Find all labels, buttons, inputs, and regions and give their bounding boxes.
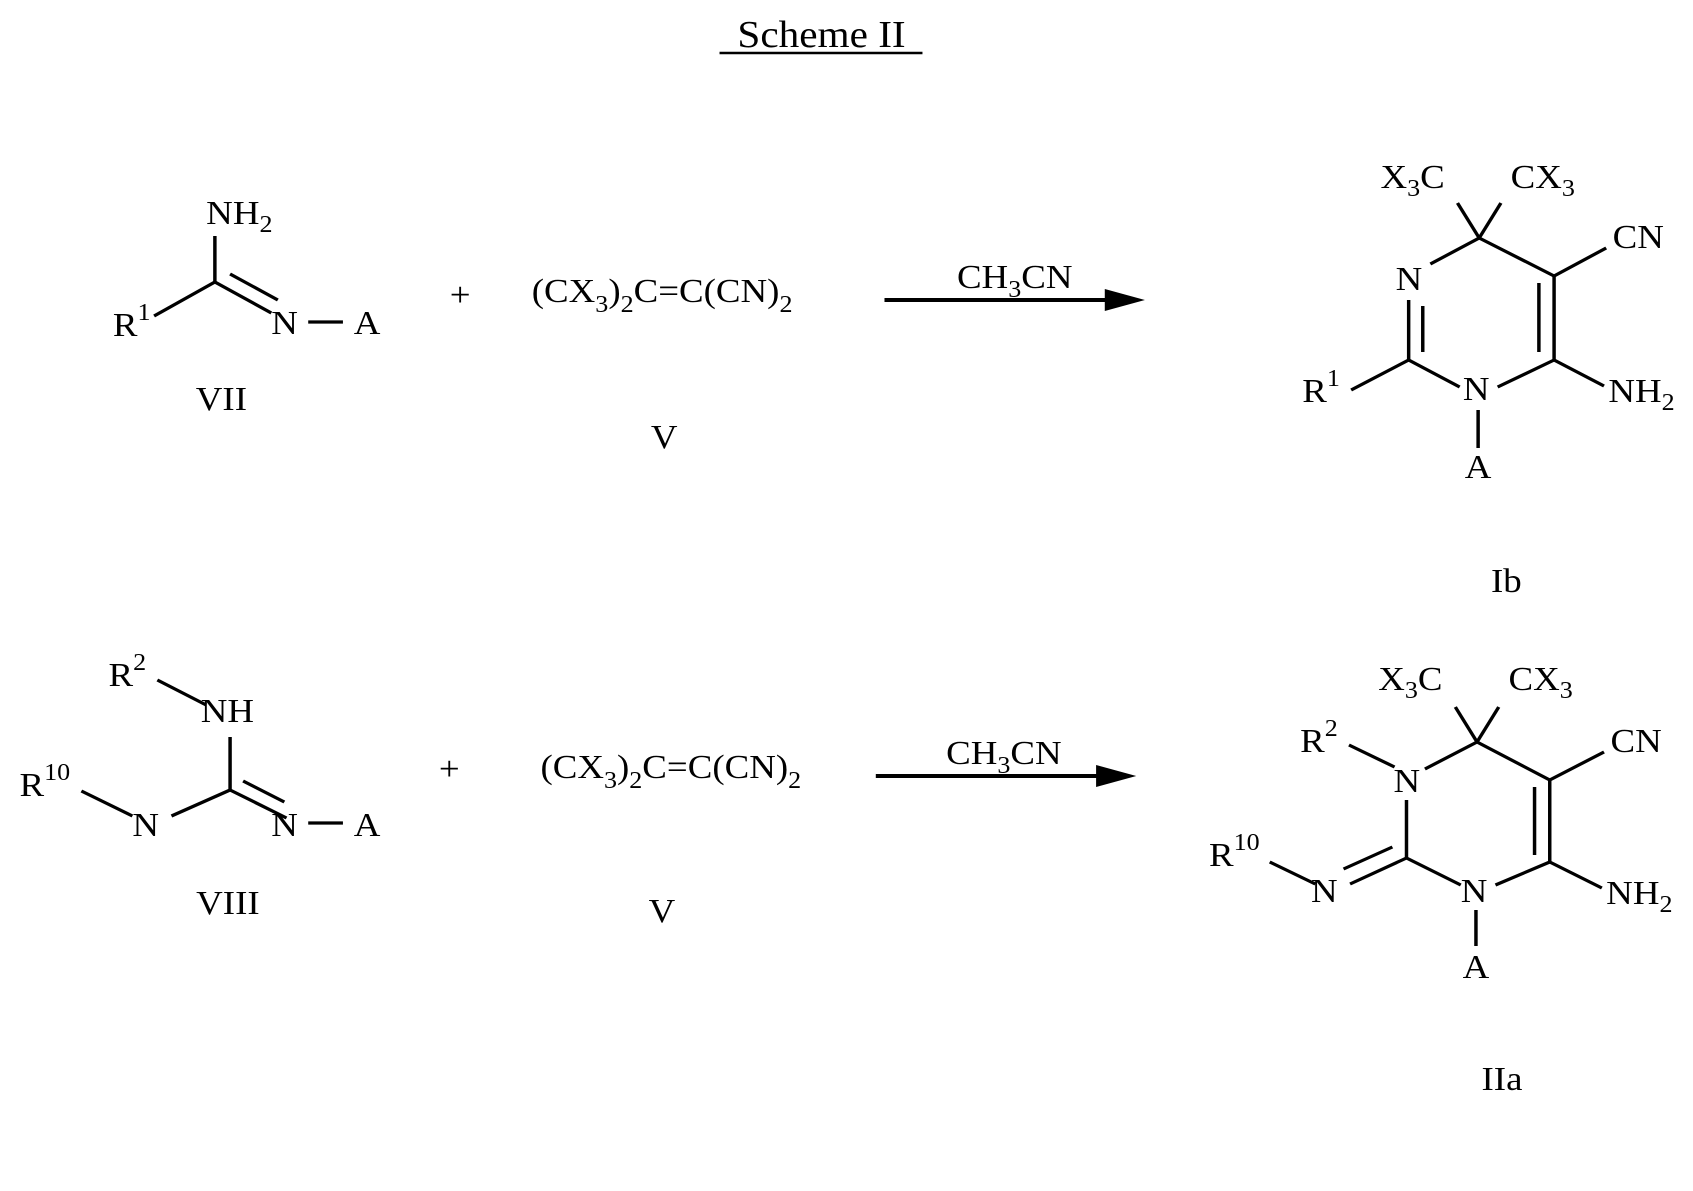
atom-x3c: X3C xyxy=(1378,659,1442,703)
arrow-head xyxy=(1096,765,1136,787)
reaction-arrow-1: CH3CN xyxy=(884,257,1144,311)
atom-r1: R1 xyxy=(1302,366,1340,410)
atom-nh2: NH2 xyxy=(206,193,272,237)
arrow-head xyxy=(1105,289,1145,311)
bond-n-c2-double-2 xyxy=(1344,847,1393,869)
bond-c4-x3c xyxy=(1457,203,1479,238)
reagent-formula: (CX3)2C=C(CN)2 xyxy=(532,271,793,317)
reagent-formula: (CX3)2C=C(CN)2 xyxy=(540,747,801,793)
bond-c4-cx3 xyxy=(1477,707,1499,742)
bond-c4-x3c xyxy=(1455,707,1477,742)
compound-iia: X3C CX3 R2 CN N R10 N N NH2 A xyxy=(1209,659,1673,1097)
bond-c4-c5 xyxy=(1479,238,1554,276)
scheme-title: Scheme II xyxy=(720,13,923,55)
compound-label-v: V xyxy=(649,891,676,929)
atom-a: A xyxy=(354,805,381,843)
bond-c5-cn xyxy=(1550,752,1604,780)
solvent-label: CH3CN xyxy=(957,257,1073,302)
atom-n-top: N xyxy=(1393,761,1420,799)
compound-ib: X3C CX3 CN N R1 N NH2 A Ib xyxy=(1302,157,1674,599)
bond-n1-c6 xyxy=(1498,360,1554,387)
atom-r10: R10 xyxy=(20,760,71,804)
atom-nh2: NH2 xyxy=(1608,371,1674,415)
bond-c4-c5 xyxy=(1477,742,1550,780)
atom-a: A xyxy=(354,303,381,341)
atom-cn: CN xyxy=(1611,721,1662,759)
reaction-arrow-2: CH3CN xyxy=(876,733,1136,787)
atom-x3c: X3C xyxy=(1380,157,1444,201)
bond-r2-nh xyxy=(157,680,206,705)
title-text: Scheme II xyxy=(737,13,905,55)
atom-r2: R2 xyxy=(109,650,147,694)
compound-v-1: (CX3)2C=C(CN)2 V xyxy=(532,271,793,455)
reaction-1: NH2 R1 N A VII + (CX3)2C=C(CN)2 V CH3CN … xyxy=(113,157,1675,599)
bond-c-n-double-1 xyxy=(215,282,271,313)
atom-n-right: N xyxy=(271,805,298,843)
plus-sign: + xyxy=(439,749,460,787)
atom-n-left: N xyxy=(132,805,159,843)
atom-cn: CN xyxy=(1613,217,1664,255)
bond-c2-r1 xyxy=(1351,360,1409,390)
bond-c6-nh2 xyxy=(1554,360,1604,386)
reaction-2: R2 NH R10 N N A VIII + (CX3)2C=C(CN)2 V … xyxy=(20,650,1673,1098)
bond-c2-n1 xyxy=(1409,360,1460,387)
atom-cx3: CX3 xyxy=(1509,659,1573,703)
compound-viii: R2 NH R10 N N A VIII xyxy=(20,650,381,922)
compound-label-vii: VII xyxy=(196,379,247,417)
compound-label-viii: VIII xyxy=(196,883,260,921)
atom-r10: R10 xyxy=(1209,830,1260,874)
bond-n-c4 xyxy=(1425,742,1477,769)
bond-r10-n xyxy=(1270,862,1316,884)
bond-r10-n xyxy=(81,791,132,816)
atom-nh: NH xyxy=(201,691,254,729)
compound-label-iia: IIa xyxy=(1482,1059,1523,1097)
solvent-label: CH3CN xyxy=(946,733,1062,778)
atom-n1: N xyxy=(1463,369,1490,407)
atom-n-exo: N xyxy=(1311,871,1338,909)
atom-n: N xyxy=(271,303,298,341)
atom-n3: N xyxy=(1396,259,1423,297)
atom-a: A xyxy=(1465,447,1492,485)
bond-r2-n xyxy=(1349,745,1395,767)
bond-r1-c xyxy=(154,282,215,316)
bond-c4-cx3 xyxy=(1479,203,1501,238)
atom-n1: N xyxy=(1461,871,1488,909)
plus-sign: + xyxy=(450,275,471,313)
compound-v-2: (CX3)2C=C(CN)2 V xyxy=(540,747,801,929)
compound-label-v: V xyxy=(651,417,678,455)
atom-r1: R1 xyxy=(113,300,151,344)
bond-n1-c6 xyxy=(1495,862,1549,885)
bond-c4-n3 xyxy=(1430,238,1479,264)
atom-cx3: CX3 xyxy=(1511,157,1575,201)
bond-c2-n1 xyxy=(1406,858,1460,885)
compound-label-ib: Ib xyxy=(1491,561,1522,599)
bond-c6-nh2 xyxy=(1550,862,1602,888)
compound-vii: NH2 R1 N A VII xyxy=(113,193,381,417)
atom-a: A xyxy=(1463,947,1490,985)
bond-n-c xyxy=(171,790,230,816)
atom-nh2: NH2 xyxy=(1606,873,1672,917)
bond-c5-cn xyxy=(1554,248,1606,276)
atom-r2: R2 xyxy=(1300,716,1338,760)
